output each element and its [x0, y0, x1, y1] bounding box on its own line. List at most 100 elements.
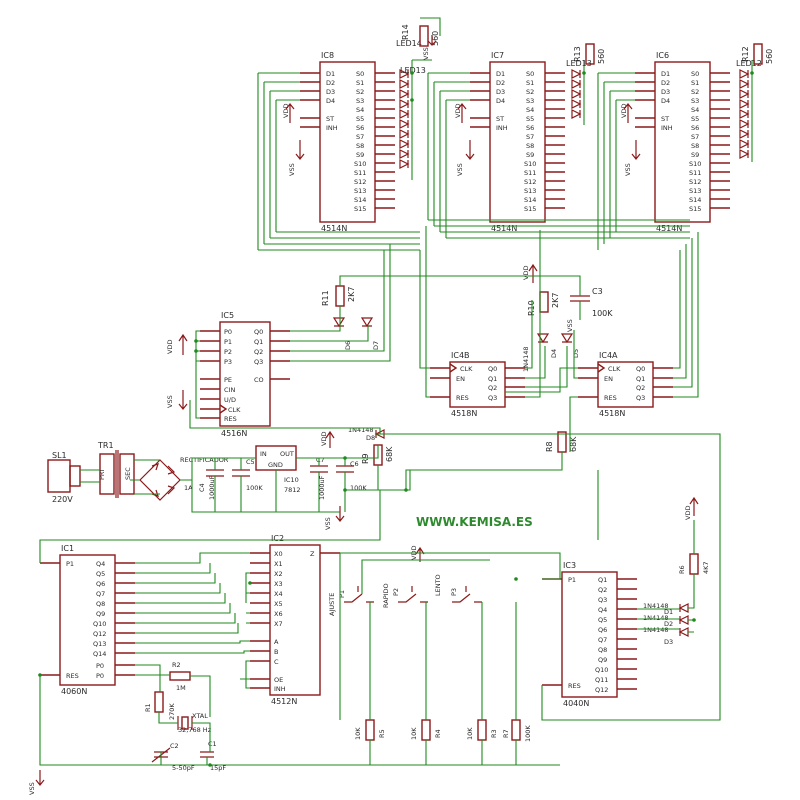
r6-label: R6 [678, 565, 686, 574]
ic6-s12: S12 [689, 178, 701, 186]
ic8-s15: S15 [354, 205, 366, 213]
ic7-s10: S10 [524, 160, 536, 168]
ic6-s2: S2 [691, 88, 699, 96]
diodes-d4-d5: 1N4148 D4 D5 [522, 333, 580, 372]
ic7-part: 4514N [491, 224, 517, 233]
ic3-q7: Q7 [598, 636, 607, 644]
ic8-s12: S12 [354, 178, 366, 186]
fuse-label: 1A [184, 484, 193, 492]
ic4b-en: EN [456, 375, 465, 383]
ic7-pin-d1: D1 [496, 70, 505, 78]
ic5-res: RES [224, 415, 237, 423]
ic2-oe: OE [274, 676, 283, 684]
ic1-q13: Q13 [93, 640, 106, 648]
website-url[interactable]: WWW.KEMISA.ES [416, 515, 533, 529]
ic7-s2: S2 [526, 88, 534, 96]
ic8-ref: IC8 [321, 51, 334, 60]
c1-label: C1 [208, 740, 217, 748]
ic8-s14: S14 [354, 196, 366, 204]
c4-label: C4 [198, 483, 206, 492]
ic8-s11: S11 [354, 169, 366, 177]
d7-label: D7 [372, 341, 380, 350]
vdd-r6: VDD [684, 496, 699, 520]
ic6-part: 4514N [656, 224, 682, 233]
ic7-s0: S0 [526, 70, 534, 78]
c4-value: 1000uF [208, 475, 216, 500]
ic6: IC6 4514N D1 D2 D3 D4 ST INH S0 S1 S2 S3… [635, 51, 730, 233]
d8-id: D8 [366, 434, 375, 442]
ic3-p1: P1 [568, 576, 576, 584]
r4-label: R4 [434, 729, 442, 738]
ic1-q12: Q12 [93, 630, 106, 638]
r13-label: R13 [573, 46, 582, 62]
r13-value: 560 [597, 49, 606, 64]
vss-bottom: VSS [28, 770, 45, 795]
diodes-d6-d7: D6 D7 [332, 317, 380, 350]
led13-label-a: LED13 [400, 66, 426, 75]
switch-p2[interactable]: P2 RAPIDO [382, 583, 428, 608]
ic8-s5: S5 [356, 115, 364, 123]
r14-value: 560 [431, 31, 440, 46]
p3-name: LENTO [434, 574, 442, 596]
ic2-x0: X0 [274, 550, 283, 558]
ic8-pin-d3: D3 [326, 88, 335, 96]
ic3-q10: Q10 [595, 666, 608, 674]
r12-value: 560 [765, 49, 774, 64]
ic8-part: 4514N [321, 224, 347, 233]
ic7-pin-inh: INH [496, 124, 508, 132]
bus-wires-upper [257, 17, 690, 251]
junction-dots [38, 71, 754, 767]
ic3-q4: Q4 [598, 606, 607, 614]
ic3-q12: Q12 [595, 686, 608, 694]
ic6-ref: IC6 [656, 51, 669, 60]
led-column-ic7: LED13 [566, 59, 592, 125]
ic7-s4: S4 [526, 106, 534, 114]
ic8-s6: S6 [356, 124, 364, 132]
ic4b-res: RES [456, 394, 469, 402]
c3-label: C3 [592, 287, 603, 296]
r9-value: 68K [385, 446, 394, 462]
c2-value: 5-50pF [172, 764, 195, 772]
ic1-res: RES [66, 672, 79, 680]
r8-label: R8 [545, 441, 554, 452]
switch-p1[interactable]: P1 AJUSTE [328, 586, 374, 616]
ic5-q3: Q3 [254, 358, 263, 366]
ic4b-q0: Q0 [488, 365, 497, 373]
vdd-label-ic8: VDD [282, 104, 290, 118]
r14-label: R14 [401, 24, 410, 40]
vss-label-ic5: VSS [166, 395, 174, 408]
vdd-vss-supply: VDD VSS [320, 430, 345, 530]
c1-value: 15pF [210, 764, 226, 772]
r14: R14 560 [401, 24, 440, 47]
switch-p3[interactable]: P3 LENTO [434, 574, 482, 603]
ic2-z: Z [310, 550, 315, 558]
r11: R11 2K7 [321, 285, 356, 307]
r7-label: R7 [502, 729, 510, 738]
ic5-part: 4516N [221, 429, 247, 438]
ic2-a: A [274, 638, 279, 646]
ic3: IC3 4040N P1 RES Q1 Q2 Q3 Q4 Q5 Q6 Q7 Q8… [542, 561, 637, 708]
c6-label: C6 [350, 460, 359, 468]
pri-label: PRI [98, 470, 106, 480]
ic1-q10: Q10 [93, 620, 106, 628]
r5-label: R5 [378, 729, 386, 738]
ic3-ref: IC3 [563, 561, 576, 570]
rectifier-label: RECTIFICADOR [180, 456, 229, 464]
vss-label-ic8: VSS [288, 163, 296, 176]
sl1-label: SL1 [52, 451, 67, 460]
r2-label: R2 [172, 661, 181, 669]
ic6-pin-st: ST [661, 115, 669, 123]
d3-id: D3 [664, 638, 673, 646]
ic4a-clk: CLK [608, 365, 621, 373]
ic4a-part: 4518N [599, 409, 625, 418]
ic4a-en: EN [604, 375, 613, 383]
r12: R12 560 [741, 43, 774, 65]
ic7-s12: S12 [524, 178, 536, 186]
ic5-pe: PE [224, 376, 232, 384]
ic6-s7: S7 [691, 133, 699, 141]
ic1-q9: Q9 [96, 610, 105, 618]
regulator-ic10: IN OUT GND IC10 7812 [255, 445, 301, 494]
ic8-s9: S9 [356, 151, 364, 159]
ic8-s1: S1 [356, 79, 364, 87]
ic8-right-pins: S0 S1 S2 S3 S4 S5 S6 S7 S8 S9 S10 S11 S1… [354, 70, 366, 213]
